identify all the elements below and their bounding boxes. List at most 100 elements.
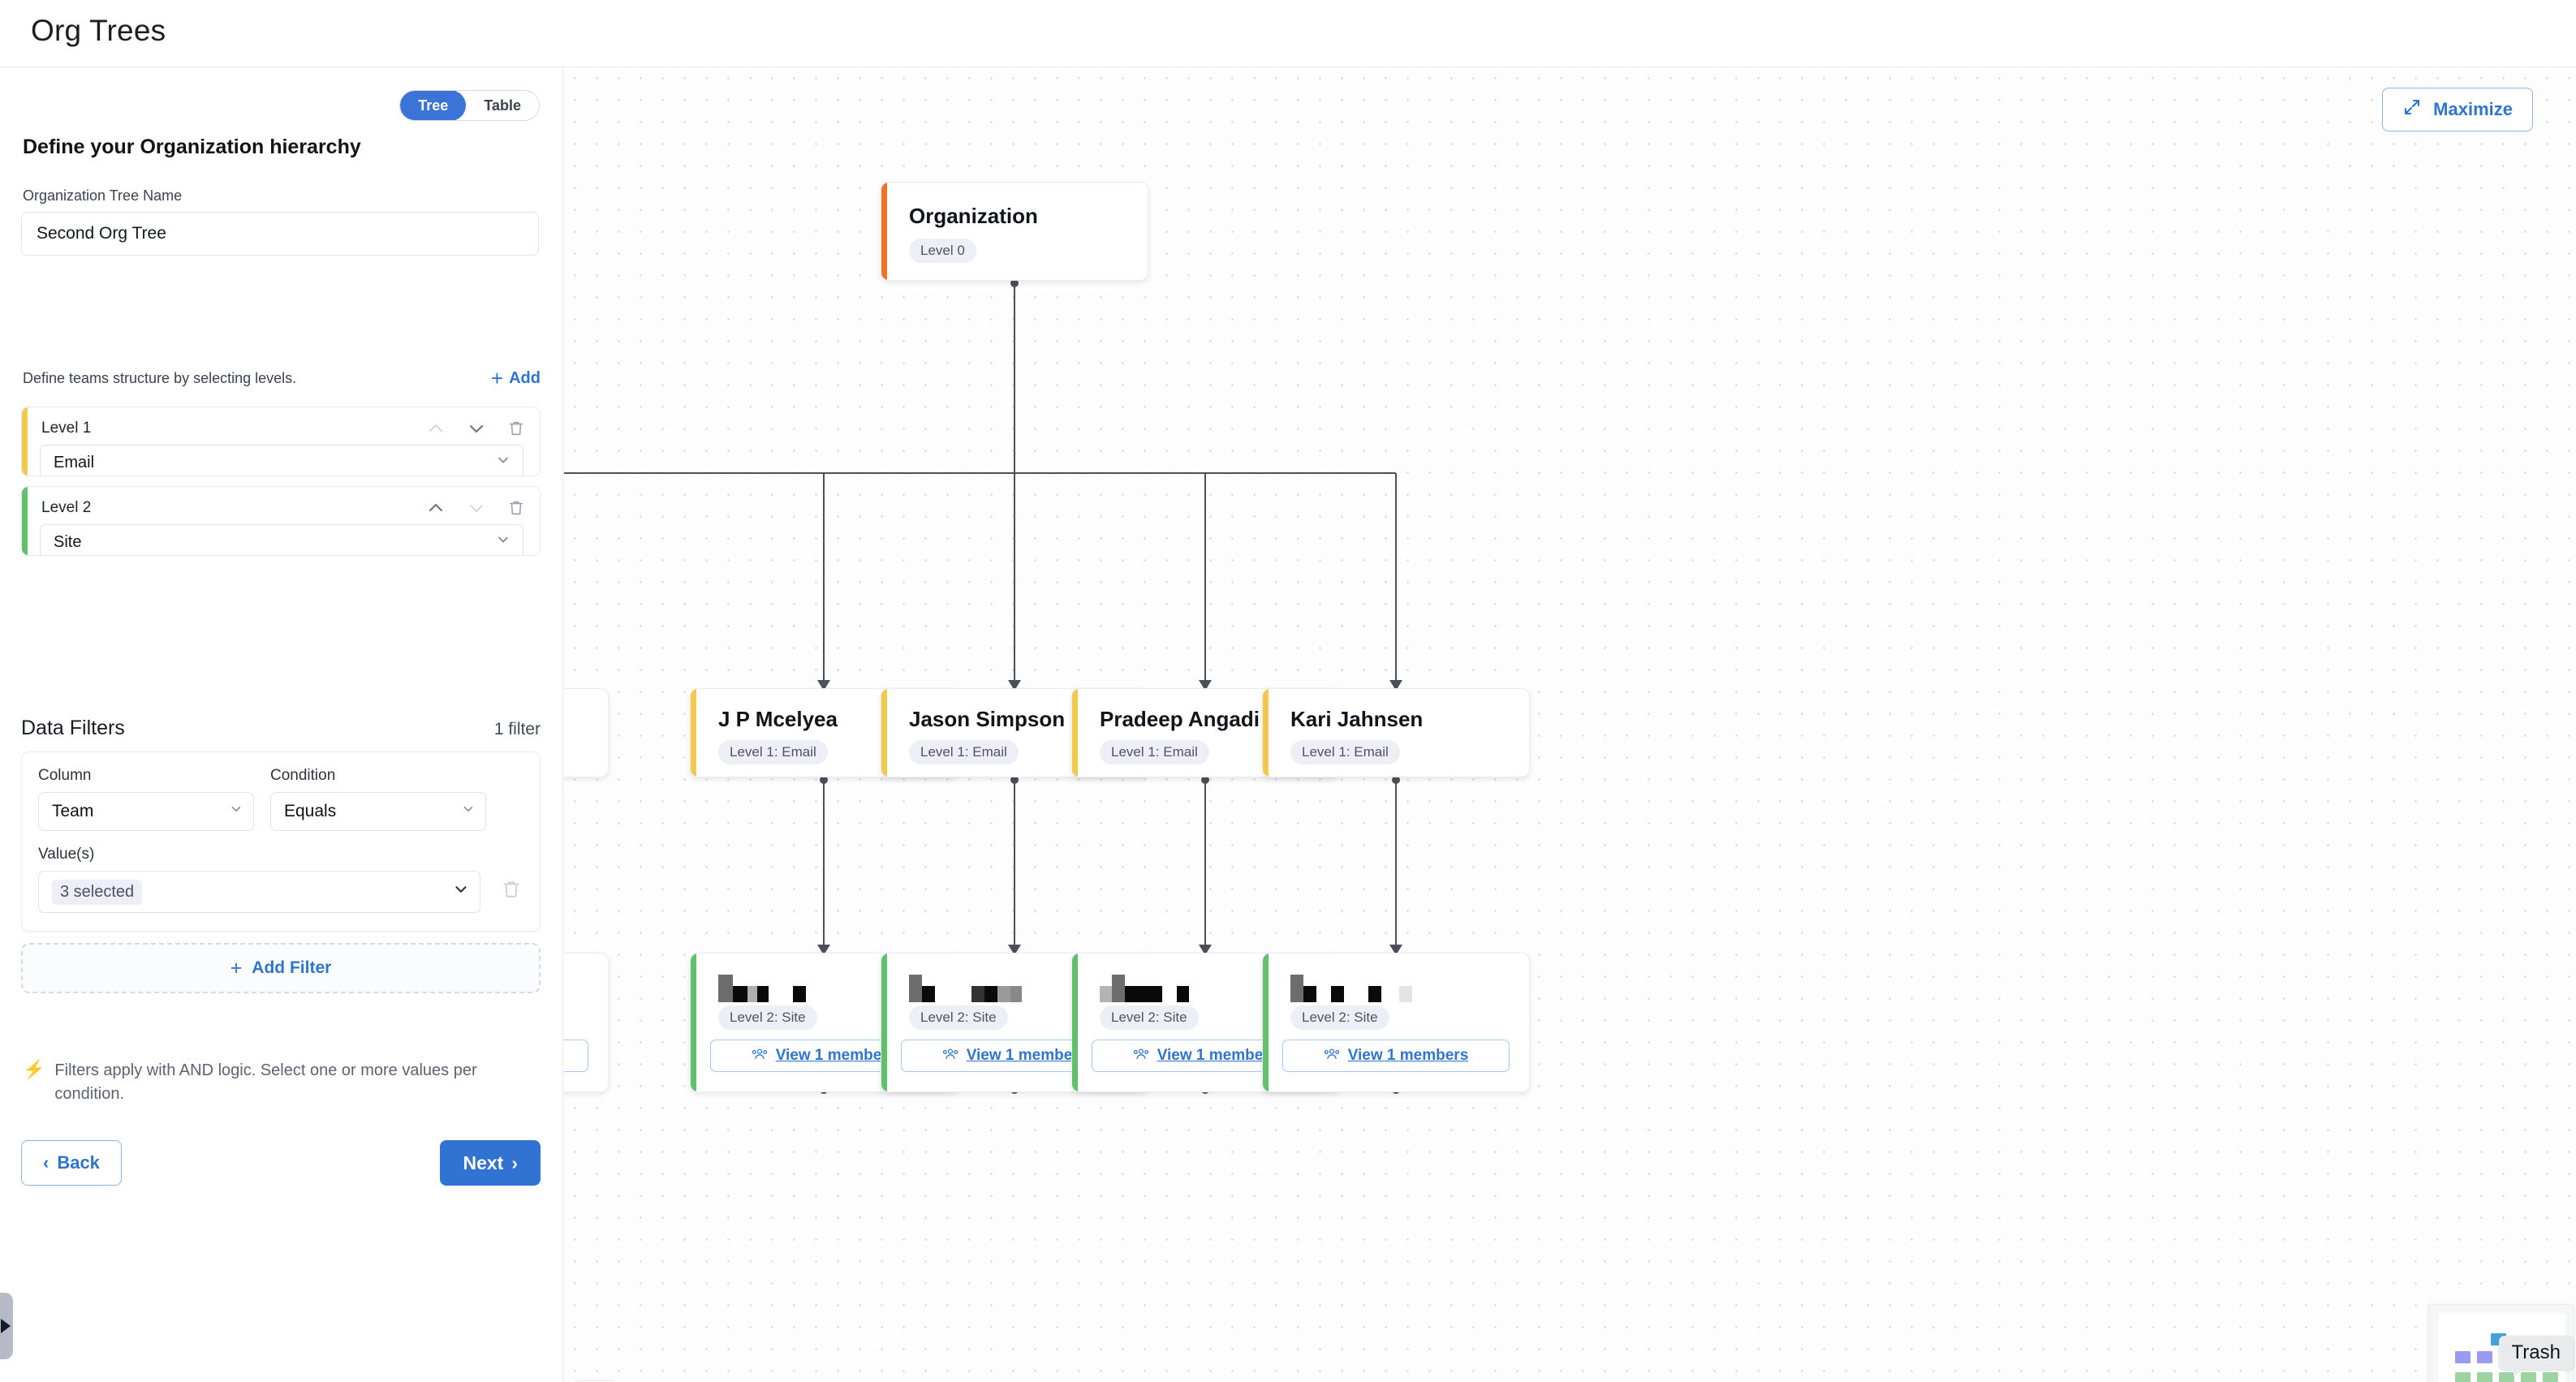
- move-up-icon[interactable]: [426, 498, 446, 518]
- view-members-label: View 1 members: [1157, 1047, 1278, 1064]
- redaction-block: [757, 986, 769, 1002]
- redacted-node-title: [1290, 973, 1529, 1002]
- redaction-block: [1368, 986, 1381, 1002]
- node-level-badge: Level 1: Email: [1100, 740, 1209, 764]
- minimap-node-level1: [2477, 1351, 2492, 1363]
- minimap-node-level2: [2477, 1372, 2492, 1382]
- view-members-button[interactable]: View 1 members: [1282, 1040, 1510, 1072]
- level-card: Level 1 Email: [21, 407, 541, 476]
- node-level-badge: Level 1: Email: [718, 740, 828, 764]
- level-value-select[interactable]: Email: [40, 445, 523, 476]
- filters-hint: ⚡ Filters apply with AND logic. Select o…: [23, 1059, 526, 1106]
- redaction-block: [1331, 986, 1344, 1002]
- level-card: Level 2 Site: [21, 486, 541, 556]
- chevron-down-icon: [495, 452, 511, 473]
- plus-icon: +: [230, 956, 243, 979]
- filter-condition-value: Equals: [284, 802, 337, 820]
- redacted-node-title: [909, 973, 1148, 1002]
- node-stripe: [691, 689, 696, 777]
- minimap-node-level2: [2499, 1372, 2514, 1382]
- chevron-down-icon: [495, 532, 511, 553]
- filter-condition-select[interactable]: Equals: [270, 792, 486, 831]
- redacted-node-title: [1100, 973, 1338, 1002]
- view-toggle: Tree Table: [399, 90, 540, 121]
- tree-canvas[interactable]: Maximize: [564, 67, 2576, 1382]
- top-header: Org Trees: [0, 0, 2576, 67]
- tree-node-root[interactable]: Organization Level 0: [881, 182, 1148, 281]
- view-members-label: View 1 members: [966, 1047, 1088, 1064]
- members-icon: [1133, 1048, 1149, 1065]
- node-level-badge: Level 2: Site: [1290, 1005, 1389, 1030]
- next-button[interactable]: Next ›: [440, 1140, 541, 1186]
- move-down-icon[interactable]: [467, 498, 486, 518]
- minimap[interactable]: Trash: [2428, 1304, 2574, 1382]
- redaction-block: [769, 986, 793, 1002]
- redacted-node-title: [718, 973, 957, 1002]
- node-level-badge: Level 2: Site: [1100, 1005, 1199, 1030]
- filter-count: 1 filter: [493, 720, 541, 738]
- filter-values-select[interactable]: 3 selected: [38, 871, 480, 913]
- filter-values-group: Value(s) 3 selected: [38, 846, 480, 913]
- minimap-node-level1: [2455, 1351, 2470, 1363]
- redaction-block: [733, 986, 747, 1002]
- tree-node-level2[interactable]: Level 2: Site View 1 members: [564, 953, 609, 1092]
- tab-table[interactable]: Table: [466, 91, 539, 120]
- filter-condition-group: Condition Equals: [270, 767, 486, 831]
- node-stripe: [1263, 689, 1269, 777]
- levels-list: Level 1 Email: [21, 407, 541, 566]
- redaction-block: [1399, 986, 1412, 1002]
- chevron-down-icon: [461, 802, 476, 821]
- level-value: Site: [54, 532, 82, 551]
- members-icon: [1324, 1048, 1340, 1065]
- redaction-block: [922, 986, 935, 1002]
- minimap-node-level2: [2521, 1372, 2536, 1382]
- selected-count-chip: 3 selected: [52, 879, 143, 905]
- sidebar-heading: Define your Organization hierarchy: [23, 136, 361, 158]
- filter-column-label: Column: [38, 767, 92, 784]
- org-name-input[interactable]: [21, 212, 539, 256]
- tree-node-level1[interactable]: Judy Saw Level 1: Email: [564, 688, 609, 777]
- node-title: Kari Jahnsen: [1290, 707, 1424, 731]
- delete-level-icon[interactable]: [507, 498, 527, 518]
- node-stripe: [881, 689, 887, 777]
- node-level-badge: Level 2: Site: [718, 1005, 817, 1030]
- redaction-block: [747, 986, 757, 1002]
- play-triangle-icon: [1, 1319, 11, 1333]
- move-down-icon[interactable]: [467, 419, 486, 438]
- redaction-block: [1162, 986, 1177, 1002]
- tab-tree[interactable]: Tree: [400, 91, 467, 120]
- node-level-badge: Level 2: Site: [909, 1005, 1008, 1030]
- filter-column-value: Team: [52, 802, 94, 820]
- trash-tooltip: Trash: [2498, 1336, 2574, 1377]
- level-value-select[interactable]: Site: [40, 524, 523, 555]
- level-name: Level 1: [41, 420, 92, 437]
- tree-node-level1[interactable]: Kari Jahnsen Level 1: Email: [1262, 688, 1530, 777]
- filter-column-select[interactable]: Team: [38, 792, 254, 831]
- org-name-label: Organization Tree Name: [23, 187, 183, 204]
- move-up-icon[interactable]: [426, 419, 446, 438]
- redaction-block: [1303, 986, 1316, 1002]
- node-stripe: [1072, 689, 1078, 777]
- redaction-block: [1100, 986, 1112, 1002]
- node-level-badge: Level 1: Email: [1290, 740, 1400, 764]
- add-filter-button[interactable]: + Add Filter: [21, 943, 541, 993]
- add-level-button[interactable]: + Add: [491, 368, 541, 389]
- view-members-button[interactable]: View 1 members: [710, 1040, 937, 1072]
- delete-level-icon[interactable]: [507, 419, 527, 438]
- back-label: Back: [57, 1152, 100, 1173]
- view-members-button[interactable]: View 1 members: [564, 1040, 588, 1072]
- chevron-left-icon: ‹: [43, 1152, 50, 1173]
- node-level-badge: Level 1: Email: [909, 740, 1019, 764]
- tree-node-level2[interactable]: Level 2: Site View 1 members: [1262, 953, 1530, 1092]
- delete-filter-icon[interactable]: [501, 878, 522, 901]
- sidebar-collapse-handle[interactable]: [0, 1293, 13, 1359]
- node-level-badge: Level 0: [909, 239, 976, 263]
- maximize-button[interactable]: Maximize: [2382, 88, 2533, 131]
- back-button[interactable]: ‹ Back: [21, 1140, 122, 1186]
- redaction-block: [1125, 986, 1162, 1002]
- maximize-icon: [2402, 97, 2422, 122]
- redaction-block: [1381, 986, 1399, 1002]
- redaction-block: [935, 986, 971, 1002]
- redaction-block: [793, 986, 806, 1002]
